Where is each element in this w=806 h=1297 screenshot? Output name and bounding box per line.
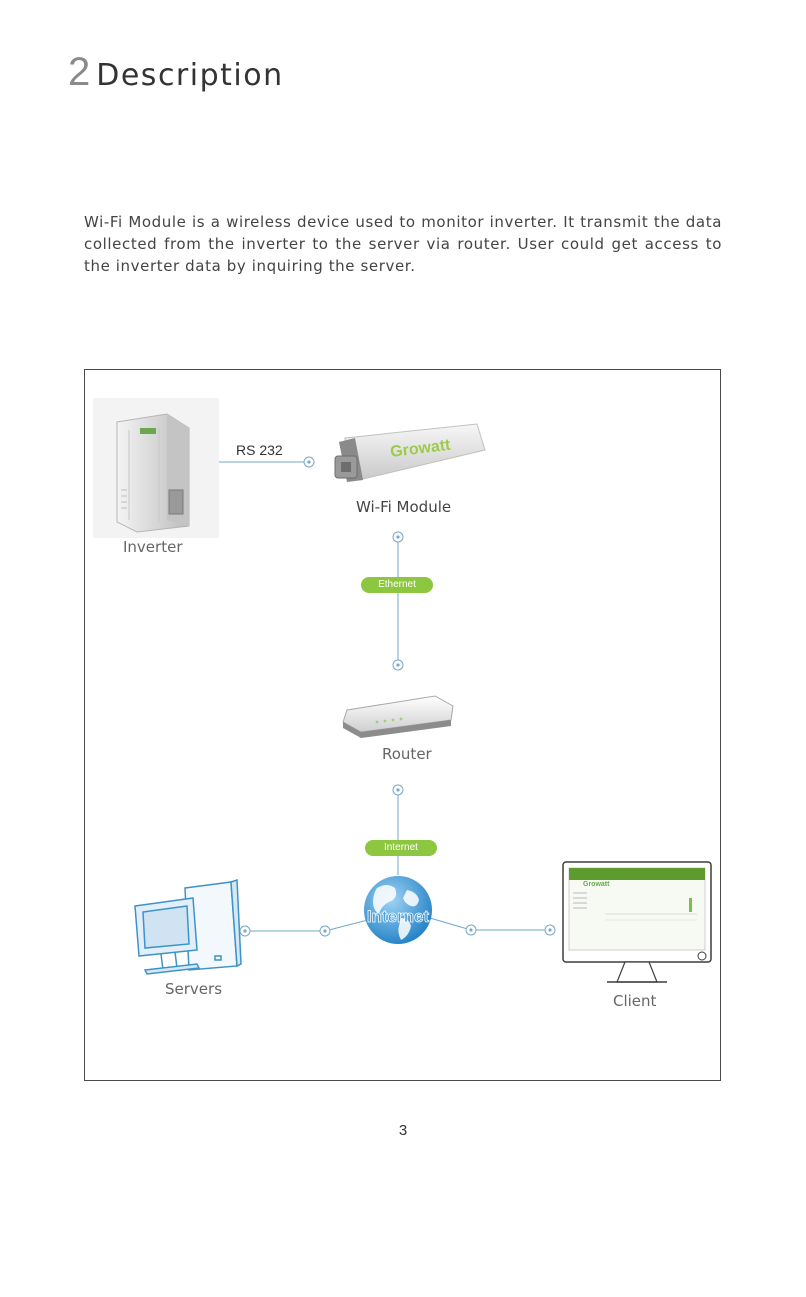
section-title: Description: [96, 58, 284, 93]
dot-icon: [197, 456, 556, 937]
section-number: 2: [68, 50, 91, 94]
rs232-label: RS 232: [236, 442, 283, 458]
client-monitor-icon: Growatt: [562, 861, 712, 983]
router-icon: [342, 695, 454, 738]
servers-icon: [134, 878, 242, 975]
globe-text: Internet: [367, 907, 430, 926]
client-label: Client: [613, 992, 657, 1010]
servers-label: Servers: [165, 980, 223, 998]
client-brand: Growatt: [583, 881, 610, 888]
router-label: Router: [382, 745, 432, 763]
wifi-module-label: Wi-Fi Module: [356, 498, 452, 516]
inverter-label: Inverter: [123, 538, 183, 556]
wifi-module-icon: Growatt: [334, 423, 486, 482]
internet-globe-icon: Internet: [364, 876, 432, 944]
connector-dots: [197, 456, 556, 937]
section-heading: 2 Description: [68, 50, 284, 100]
intro-paragraph: Wi-Fi Module is a wireless device used t…: [84, 213, 722, 275]
inverter-icon: [93, 398, 219, 538]
page-number: 3: [398, 1122, 408, 1139]
diagram-graphics: Growatt Internet: [93, 398, 712, 983]
internet-pill: Internet: [365, 840, 437, 856]
ethernet-pill: Ethernet: [361, 577, 433, 593]
connection-lines: [203, 461, 550, 932]
network-diagram: Growatt Internet: [84, 369, 721, 1081]
